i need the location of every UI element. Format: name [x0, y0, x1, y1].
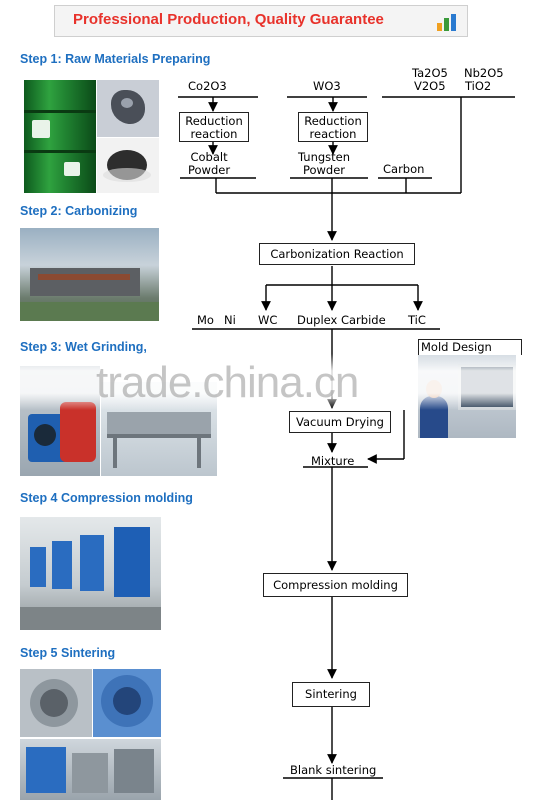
step-2-label: Step 2: Carbonizing	[20, 204, 138, 218]
compression-press-photo	[20, 517, 161, 630]
wo3-label: WO3	[313, 79, 341, 93]
ni-label: Ni	[224, 313, 236, 327]
reduction-box-1-line-1: Reduction	[185, 114, 243, 128]
sintering-furnace-photo-1	[20, 669, 92, 737]
carbonizing-furnace-photo	[20, 228, 159, 321]
cobalt-line-1: Cobalt	[190, 150, 228, 164]
duplex-carbide-label: Duplex Carbide	[297, 313, 386, 327]
reduction-box-2-line-2: reaction	[309, 127, 357, 141]
reduction-reaction-box-1: Reduction reaction	[179, 112, 249, 142]
tio2-label: TiO2	[465, 79, 492, 93]
raw-materials-drums-photo	[24, 80, 96, 193]
co2o3-label: Co2O3	[188, 79, 227, 93]
sintering-box: Sintering	[292, 682, 370, 707]
nb2o5-label: Nb2O5	[464, 66, 504, 80]
cobalt-line-2: Powder	[188, 163, 231, 177]
tungsten-line-1: Tungsten	[298, 150, 351, 164]
carbon-label: Carbon	[383, 162, 425, 176]
powder-dish-photo	[97, 138, 159, 193]
watermark: trade.china.cn	[96, 358, 359, 407]
mold-design-box: Mold Design	[418, 339, 522, 355]
banner-title: Professional Production, Quality Guarant…	[73, 11, 384, 28]
tungsten-line-2: Powder	[302, 163, 346, 177]
sintering-furnace-photo-2	[93, 669, 161, 737]
watermark-band	[0, 354, 534, 410]
ta2o5-label: Ta2O5	[412, 66, 448, 80]
carbonization-reaction-box: Carbonization Reaction	[259, 243, 415, 265]
tungsten-powder-label: Tungsten Powder	[298, 151, 350, 177]
blank-sintering-label: Blank sintering	[290, 763, 377, 777]
mineral-ore-photo	[97, 80, 159, 137]
v2o5-label: V2O5	[414, 79, 446, 93]
compression-molding-box: Compression molding	[263, 573, 408, 597]
tic-label: TiC	[408, 313, 426, 327]
mo-label: Mo	[197, 313, 214, 327]
wc-label: WC	[258, 313, 278, 327]
reduction-reaction-box-2: Reduction reaction	[298, 112, 368, 142]
step-3-label: Step 3: Wet Grinding,	[20, 340, 147, 354]
step-5-label: Step 5 Sintering	[20, 646, 116, 660]
step-1-label: Step 1: Raw Materials Preparing	[20, 52, 211, 66]
vacuum-drying-box: Vacuum Drying	[289, 411, 391, 433]
header-banner: Professional Production, Quality Guarant…	[54, 5, 468, 37]
cobalt-powder-label: Cobalt Powder	[188, 151, 230, 177]
mixture-label: Mixture	[311, 454, 355, 468]
step-4-label: Step 4 Compression molding	[20, 491, 193, 505]
reduction-box-1-line-2: reaction	[190, 127, 238, 141]
reduction-box-2-line-1: Reduction	[304, 114, 362, 128]
bar-chart-icon	[437, 14, 456, 31]
sintering-line-photo	[20, 739, 161, 800]
